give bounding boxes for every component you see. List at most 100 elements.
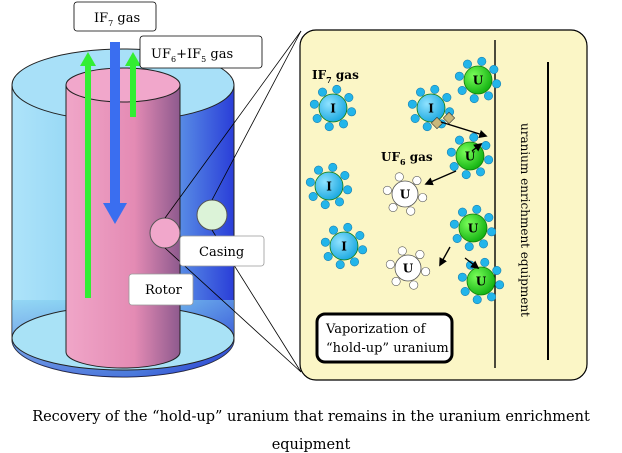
iodine-atom xyxy=(318,93,348,123)
fluorine-atom xyxy=(452,233,462,243)
fluorine-atom xyxy=(409,280,419,290)
reaction-particle xyxy=(430,116,444,130)
iodine-atom xyxy=(314,171,344,201)
uranium-adsorbed-1: U xyxy=(454,56,502,104)
centrifuge-apparatus: IF7 gas UF6+IF5 gas Casing Rotor xyxy=(11,1,302,378)
fluorine-atom xyxy=(324,122,334,132)
fluorine-atom xyxy=(358,245,368,255)
fluorine-atom xyxy=(484,213,494,223)
fluorine-atom xyxy=(430,84,440,94)
fluorine-atom xyxy=(458,207,468,217)
fluorine-atom xyxy=(421,267,431,277)
svg-text:Rotor: Rotor xyxy=(145,283,183,298)
uranium-symbol: U xyxy=(468,222,479,236)
fluorine-atom xyxy=(338,119,348,129)
if7-molecule-3: I xyxy=(305,162,353,210)
fluorine-atom xyxy=(308,191,318,201)
fluorine-atom xyxy=(449,161,459,171)
fluorine-atom xyxy=(442,93,452,103)
fluorine-atom xyxy=(344,93,354,103)
fluorine-atom xyxy=(469,94,479,104)
uranium-symbol: U xyxy=(473,74,484,88)
fluorine-atom xyxy=(495,280,505,290)
fluorine-atom xyxy=(457,85,467,95)
fluorine-atom xyxy=(457,272,467,282)
figure-caption-line2: equipment xyxy=(271,437,351,453)
fluorine-atom xyxy=(481,141,491,151)
fluorine-atom xyxy=(446,147,456,157)
uf6-if5-gas-label-box: UF6+IF5 gas xyxy=(139,35,263,69)
fluorine-atom xyxy=(492,79,502,89)
fluorine-atom xyxy=(347,107,357,117)
reaction-arrows xyxy=(424,121,488,270)
fluorine-atom xyxy=(332,84,342,94)
fluorine-atom xyxy=(475,167,485,177)
uranium-atom xyxy=(466,266,496,296)
uranium-symbol: U xyxy=(476,275,487,289)
vaporization-box: Vaporization of “hold-up” uranium xyxy=(315,312,454,364)
fluorine-atom xyxy=(449,219,459,229)
iodine-symbol: I xyxy=(428,102,434,116)
uranium-atom xyxy=(458,213,488,243)
figure-caption-line1: Recovery of the “hold-up” uranium that r… xyxy=(32,409,590,425)
fluorine-atom xyxy=(391,276,401,286)
zoom-panel: uranium enrichment equipment IF7 gas UF6… xyxy=(299,29,588,381)
fluorine-atom xyxy=(328,162,338,172)
fluorine-atom xyxy=(460,286,470,296)
if7-molecule-4: I xyxy=(320,222,368,270)
if7-molecule-1: I xyxy=(309,84,357,132)
uf6-gas-title: UF6 gas xyxy=(381,150,433,167)
fluorine-atom xyxy=(388,202,398,212)
green-up-arrow-right xyxy=(125,52,141,117)
fluorine-atom xyxy=(487,227,497,237)
svg-text:Casing: Casing xyxy=(199,245,244,260)
fluorine-atom xyxy=(416,87,426,97)
fluorine-atom xyxy=(477,56,487,66)
fluorine-atom xyxy=(343,185,353,195)
fluorine-atom xyxy=(320,237,330,247)
fluorine-atom xyxy=(472,204,482,214)
casing-sample-circle xyxy=(196,199,228,231)
if7-gas-label-box: IF7 gas xyxy=(73,1,157,32)
zoom-line-bottom xyxy=(164,247,302,373)
zoom-panel-background xyxy=(299,29,588,381)
reaction-particle xyxy=(442,111,456,125)
iodine-symbol: I xyxy=(330,102,336,116)
uranium-atom xyxy=(391,180,419,208)
fluorine-atom xyxy=(422,122,432,132)
iodine-symbol: I xyxy=(326,180,332,194)
equipment-label: uranium enrichment equipment xyxy=(518,123,532,317)
fluorine-atom xyxy=(412,176,422,186)
fluorine-atom xyxy=(407,99,417,109)
fluorine-atom xyxy=(469,132,479,142)
fluorine-atom xyxy=(478,239,488,249)
fluorine-atom xyxy=(314,165,324,175)
fluorine-atom xyxy=(340,171,350,181)
fluorine-atom xyxy=(418,193,428,203)
fluorine-atom xyxy=(461,170,471,180)
rotor-sample-circle xyxy=(149,217,181,249)
svg-text:IF7 gas: IF7 gas xyxy=(94,11,140,28)
uf6-molecule-2: U xyxy=(385,246,431,290)
iodine-atom xyxy=(329,231,359,261)
fluorine-atom xyxy=(320,200,330,210)
uranium-symbol: U xyxy=(400,188,411,202)
fluorine-atom xyxy=(343,222,353,232)
fluorine-atom xyxy=(464,242,474,252)
fluorine-atom xyxy=(382,185,392,195)
uf6-molecule-1: U xyxy=(382,172,428,216)
fluorine-atom xyxy=(472,295,482,305)
fluorine-atom xyxy=(489,65,499,75)
fluorine-atom xyxy=(480,257,490,267)
fluorine-atom xyxy=(335,260,345,270)
fluorine-atom xyxy=(455,135,465,145)
fluorine-atom xyxy=(355,231,365,241)
green-up-arrow-left xyxy=(80,52,96,298)
svg-text:“hold-up” uranium: “hold-up” uranium xyxy=(326,341,449,356)
fluorine-atom xyxy=(323,251,333,261)
uranium-adsorbed-3: U xyxy=(449,204,497,252)
uranium-atom xyxy=(394,254,422,282)
fluorine-atom xyxy=(329,225,339,235)
fluorine-atom xyxy=(484,155,494,165)
fluorine-atom xyxy=(410,113,420,123)
